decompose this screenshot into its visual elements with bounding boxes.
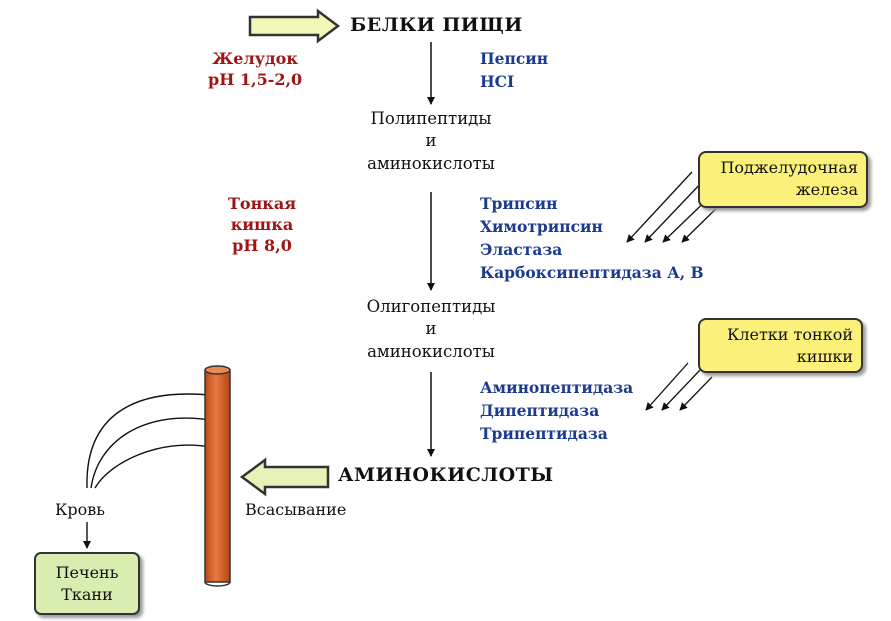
stomach-conditions: Желудок pH 1,5-2,0 [208, 48, 302, 90]
enzyme-item: Карбоксипептидаза А, В [480, 263, 704, 282]
box-line: кишки [796, 347, 853, 366]
pancreatic-enzymes: Трипсин Химотрипсин Эластаза Карбоксипеп… [480, 192, 704, 284]
enzyme-item: Эластаза [480, 240, 563, 259]
condition-line: pH 8,0 [232, 236, 292, 255]
node-line: аминокислоты [367, 154, 495, 173]
node-line: и [425, 319, 437, 338]
small-intestine-conditions: Тонкая кишка pH 8,0 [228, 193, 296, 256]
box-line: Печень [55, 563, 119, 582]
title-dietary-proteins: БЕЛКИ ПИЩИ [350, 14, 523, 36]
node-line: Олигопептиды [366, 297, 496, 316]
enzyme-item: Трипсин [480, 194, 558, 213]
enzyme-item: Химотрипсин [480, 217, 603, 236]
box-line: железа [795, 180, 858, 199]
absorption-curves [86, 393, 211, 489]
box-line: Поджелудочная [720, 158, 858, 177]
blood-label: Кровь [55, 500, 105, 519]
enzyme-item: Аминопептидаза [480, 378, 634, 397]
input-block-arrow [248, 8, 341, 44]
condition-line: Тонкая [228, 194, 297, 213]
oligopeptides-node: Олигопептиды и аминокислоты [351, 294, 511, 364]
stomach-enzymes: Пепсин HCI [480, 47, 548, 93]
node-line: и [425, 131, 437, 150]
enzyme-item: Трипептидаза [480, 424, 608, 443]
amino-acids-title: АМИНОКИСЛОТЫ [338, 464, 554, 486]
liver-tissues-box: Печень Ткани [34, 552, 140, 615]
stomach-ph: pH 1,5-2,0 [208, 70, 303, 89]
box-line: Ткани [61, 585, 113, 604]
node-line: Полипептиды [370, 109, 492, 128]
enzyme-item: Пепсин [480, 49, 549, 68]
condition-line: кишка [230, 215, 294, 234]
pancreas-box: Поджелудочная железа [698, 151, 868, 208]
node-line: аминокислоты [367, 342, 495, 361]
intestinal-wall-vessel [204, 365, 231, 587]
enzyme-item: HCI [480, 72, 515, 91]
stomach-label: Желудок [212, 49, 298, 68]
intestine-cells-box: Клетки тонкой кишки [698, 318, 863, 373]
intestine-cells-secretion-arrows [645, 362, 713, 411]
intestinal-enzymes: Аминопептидаза Дипептидаза Трипептидаза [480, 376, 633, 445]
enzyme-item: Дипептидаза [480, 401, 600, 420]
absorption-block-arrow [239, 457, 330, 497]
absorption-label: Всасывание [245, 500, 347, 519]
box-line: Клетки тонкой [726, 325, 853, 344]
polypeptides-node: Полипептиды и аминокислоты [351, 106, 511, 176]
